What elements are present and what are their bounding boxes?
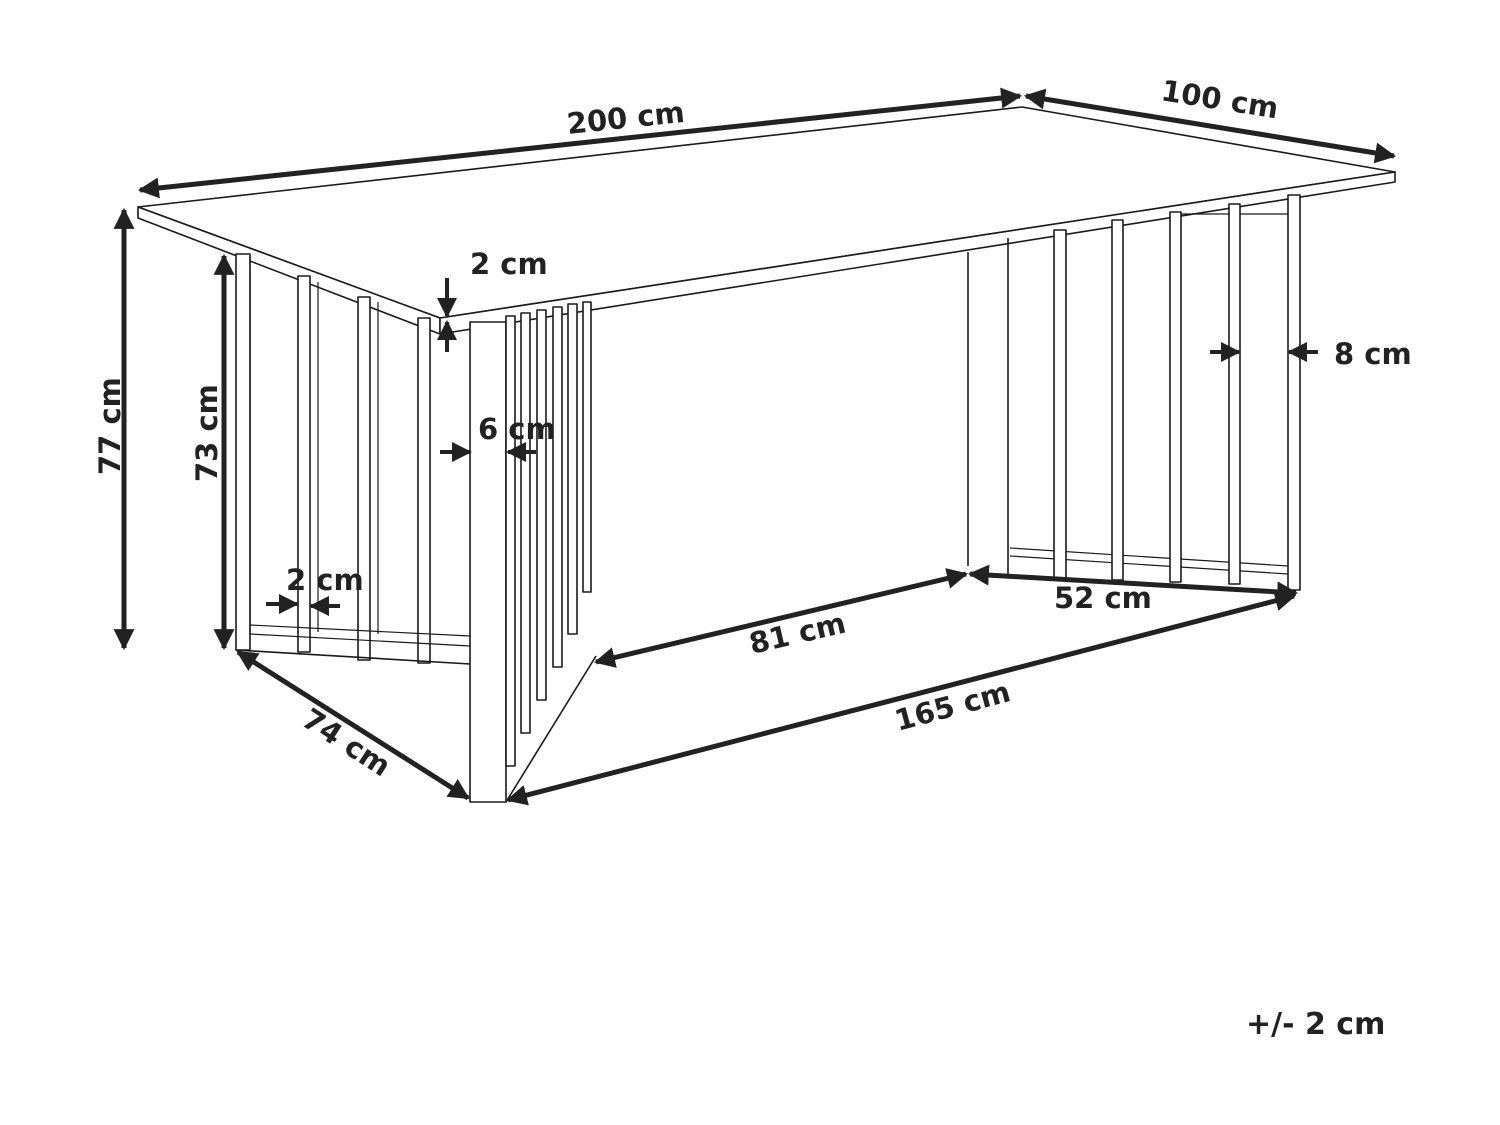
width-dimension-arrow: [1023, 88, 1397, 164]
total-height-label: 77 cm: [93, 377, 127, 475]
slat-spacing-label: 8 cm: [1334, 337, 1412, 371]
outer-span-dimension-arrow: [505, 590, 1297, 806]
leg-width-dimension-arrow: [967, 564, 1299, 603]
table-top: [137, 106, 1396, 335]
end-slat-width-label: 6 cm: [478, 412, 556, 446]
right-leg-frame: [967, 194, 1301, 591]
top-thickness-label: 2 cm: [470, 247, 548, 281]
leg-depth-dimension-arrow: [236, 649, 470, 801]
width-label: 100 cm: [1159, 73, 1281, 125]
leg-width-label: 52 cm: [1054, 581, 1152, 615]
leg-height-label: 73 cm: [190, 384, 224, 482]
left-leg-frame: [235, 253, 597, 803]
tolerance-label: +/- 2 cm: [1246, 1007, 1385, 1042]
slat-width-label: 2 cm: [286, 563, 364, 597]
length-dimension-arrow: [137, 87, 1023, 199]
dimension-lines: [113, 87, 1397, 806]
